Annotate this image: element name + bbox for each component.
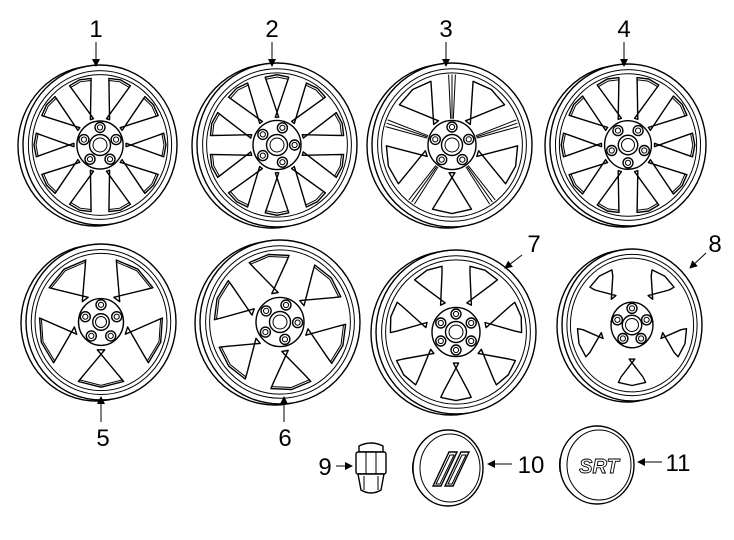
callout-4: 4 [617, 16, 630, 43]
wheel-6 [194, 239, 361, 406]
wheel-7 [370, 249, 537, 416]
leader-7 [504, 254, 523, 269]
callout-5: 5 [96, 425, 109, 452]
wheel-2 [191, 62, 358, 229]
leader-8 [689, 252, 707, 269]
callout-labels: 1 2 3 4 5 6 7 8 9 10 11 [89, 16, 721, 481]
callout-2: 2 [265, 16, 278, 43]
callout-10: 10 [518, 452, 545, 479]
callout-1: 1 [89, 16, 102, 43]
callout-9: 9 [318, 454, 331, 481]
wheel-3 [366, 62, 533, 229]
srt-badge-text: SRT [579, 456, 620, 478]
callout-11: 11 [666, 450, 691, 477]
stripes-logo [431, 451, 471, 487]
wheel-5 [20, 243, 177, 402]
wheel-4 [544, 63, 707, 228]
callout-6: 6 [278, 425, 291, 452]
wheel-1 [17, 64, 178, 227]
wheel-8 [556, 248, 703, 403]
leader-lines [92, 42, 707, 470]
center-cap-stripes [412, 429, 484, 507]
lug-nut [355, 442, 387, 494]
center-cap-srt: SRT [559, 425, 635, 505]
callout-7: 7 [527, 231, 540, 258]
callout-3: 3 [439, 16, 452, 43]
callout-8: 8 [708, 231, 721, 258]
